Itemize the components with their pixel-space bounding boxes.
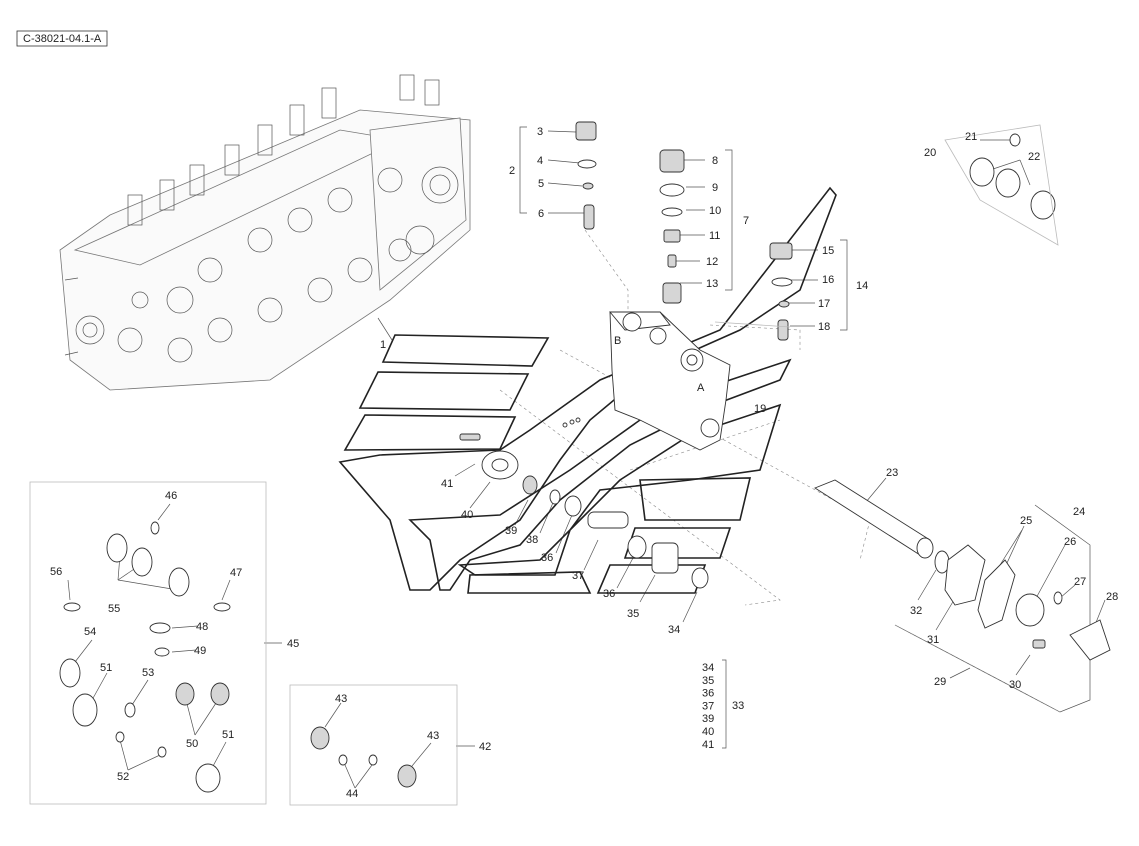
callout-41: 41 [441,478,453,490]
callout-25: 25 [1020,515,1032,527]
reference-code-box: C-38021-04.1-A [16,30,108,47]
callout-31: 31 [927,634,939,646]
callout-15: 15 [822,245,834,257]
callout-18: 18 [818,321,830,333]
callout-23: 23 [886,467,898,479]
main-valve-assembly-sketch [59,74,471,391]
callout-10: 10 [709,205,721,217]
callout-56: 56 [50,566,62,578]
callout-37: 37 [572,570,584,582]
callout-17: 17 [818,298,830,310]
port-b-mark: B [614,335,621,347]
callout-27: 27 [1074,576,1086,588]
callout-5: 5 [538,178,544,190]
callout-52: 52 [117,771,129,783]
callout-50: 50 [186,738,198,750]
callout-36-secondary: 36 [603,588,615,600]
callout-19: 19 [754,403,766,415]
kit-33-item-36: 36 [702,688,714,700]
callout-38: 38 [526,534,538,546]
valve-section-housing: B A [609,311,731,451]
callout-43-secondary: 43 [427,730,439,742]
callout-6: 6 [538,208,544,220]
callout-13: 13 [706,278,718,290]
callout-1: 1 [380,339,386,351]
kit-33-item-39: 39 [702,713,714,725]
kit-33-item-35: 35 [702,675,714,687]
callout-34: 34 [668,624,680,636]
highlight-outlines [338,186,837,594]
callout-22: 22 [1028,151,1040,163]
callout-45: 45 [287,638,299,650]
callout-43: 43 [335,693,347,705]
callout-42: 42 [479,741,491,753]
callout-26: 26 [1064,536,1076,548]
callout-44: 44 [346,788,358,800]
callout-46: 46 [165,490,177,502]
callout-11: 11 [709,230,720,242]
callout-32: 32 [910,605,922,617]
callout-54: 54 [84,626,96,638]
kit-33-item-41: 41 [702,739,714,751]
callout-55: 55 [108,603,120,615]
callout-20: 20 [924,147,936,159]
callout-35: 35 [627,608,639,620]
kit-33-item-37: 37 [702,700,714,712]
callout-40: 40 [461,509,473,521]
callout-51-secondary: 51 [222,729,234,741]
callout-14: 14 [856,280,868,292]
callout-28: 28 [1106,591,1118,603]
callout-29: 29 [934,676,946,688]
seal-kit-symbols [59,521,417,793]
callout-49: 49 [194,645,206,657]
kit-33-item-40: 40 [702,726,714,738]
callout-16: 16 [822,274,834,286]
callout-39: 39 [505,525,517,537]
callout-12: 12 [706,256,718,268]
callout-51: 51 [100,662,112,674]
callout-9: 9 [712,182,718,194]
leader-lines [67,126,1106,789]
reference-code: C-38021-04.1-A [23,33,102,45]
callout-8: 8 [712,155,718,167]
callout-21: 21 [965,131,977,143]
callout-4: 4 [537,155,543,167]
callout-3: 3 [537,126,543,138]
callout-24: 24 [1073,506,1085,518]
callout-7: 7 [743,215,749,227]
callout-47: 47 [230,567,242,579]
seal-kit-frames [29,321,791,806]
callout-36: 36 [541,552,553,564]
callout-33: 33 [732,700,744,712]
parts-symbols [459,121,1111,661]
callout-48: 48 [196,621,208,633]
callout-2: 2 [509,165,515,177]
port-a-mark: A [697,382,705,394]
kit-33-item-34: 34 [702,662,714,674]
callout-53: 53 [142,667,154,679]
callout-30: 30 [1009,679,1021,691]
